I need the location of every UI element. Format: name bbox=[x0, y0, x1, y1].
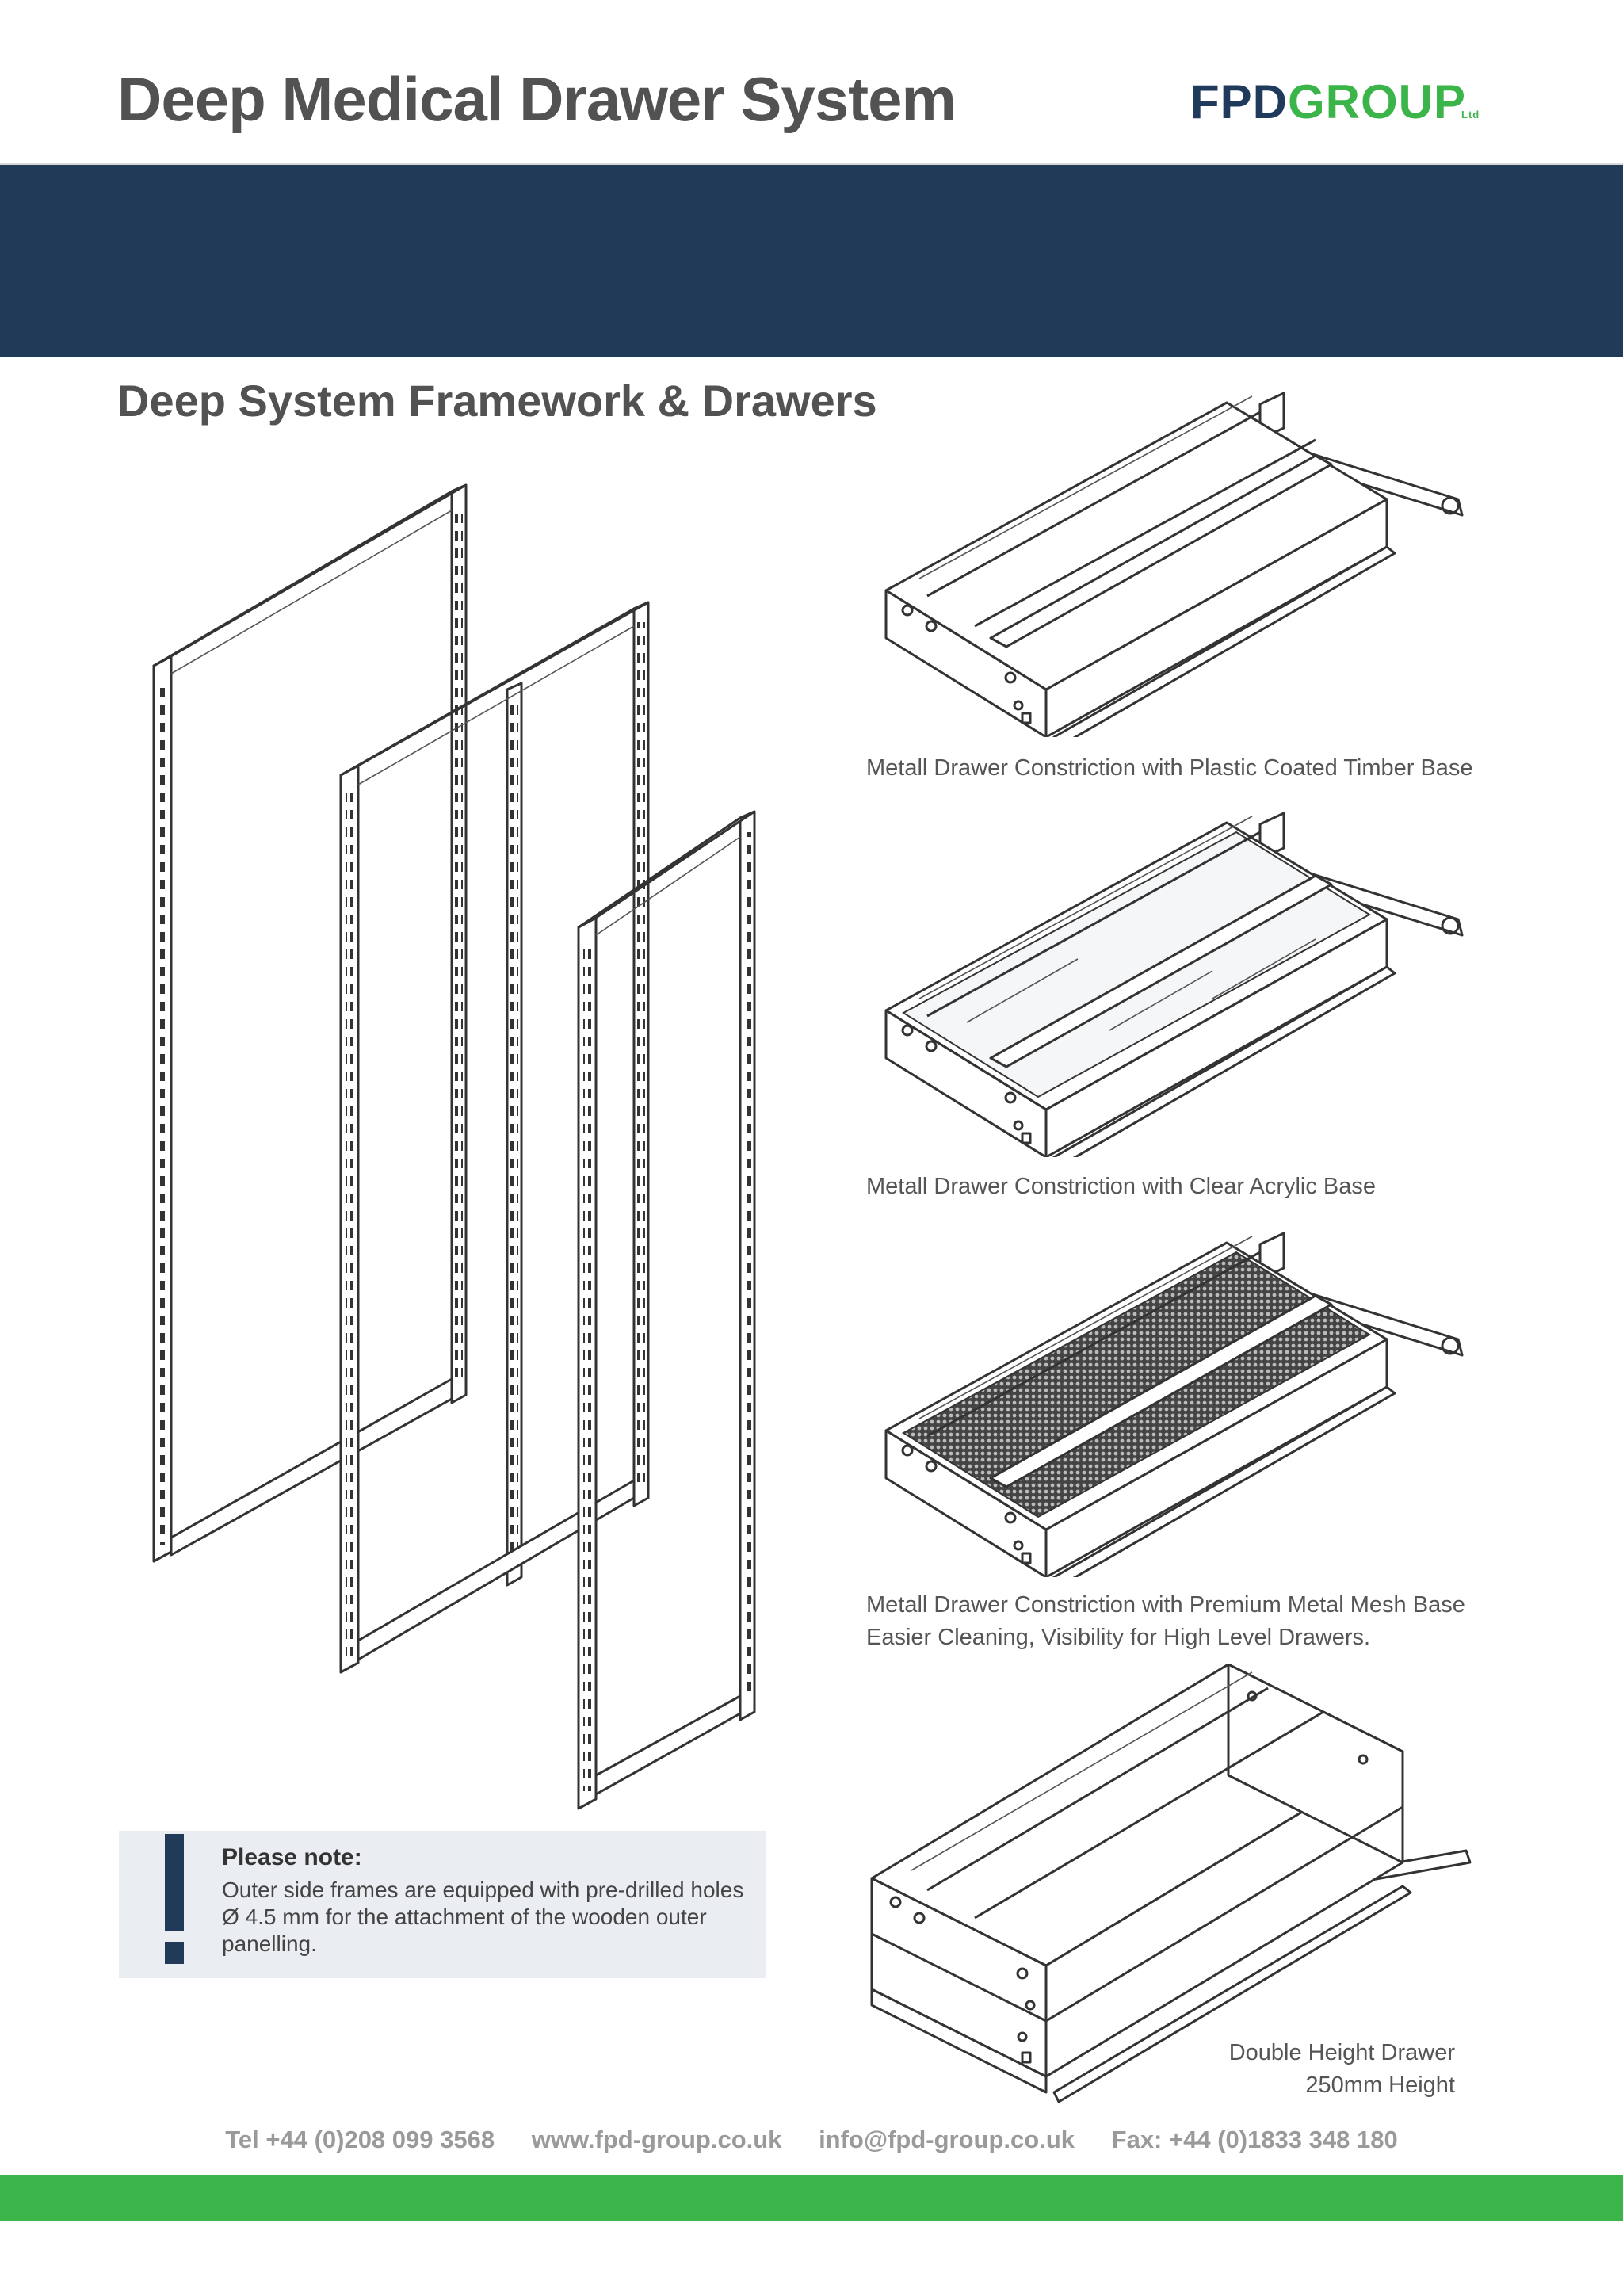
drawer-caption-mesh: Metall Drawer Constriction with Premium … bbox=[866, 1589, 1465, 1654]
logo-part-fpd: FPD bbox=[1190, 75, 1288, 128]
header-rule bbox=[0, 163, 1623, 165]
footer-email[interactable]: info@fpd-group.co.uk bbox=[819, 2126, 1075, 2153]
drawer-caption-mesh-line1: Metall Drawer Constriction with Premium … bbox=[866, 1592, 1465, 1618]
footer-website[interactable]: www.fpd-group.co.uk bbox=[531, 2126, 782, 2153]
drawer-caption-timber: Metall Drawer Constriction with Plastic … bbox=[866, 755, 1473, 781]
drawer-caption-double-height-line2: 250mm Height bbox=[1305, 2073, 1455, 2098]
drawer-illustration-acrylic bbox=[884, 812, 1464, 1157]
drawer-caption-double-height: Double Height Drawer 250mm Height bbox=[1189, 2037, 1455, 2102]
exclamation-icon-dot bbox=[165, 1942, 184, 1964]
drawer-illustration-mesh bbox=[884, 1232, 1464, 1577]
side-frame-back bbox=[152, 483, 468, 1563]
side-frame-front bbox=[577, 810, 756, 1810]
logo-suffix: Ltd bbox=[1461, 109, 1480, 120]
note-title: Please note: bbox=[222, 1844, 362, 1870]
side-frame-middle bbox=[339, 601, 650, 1674]
note-text: Outer side frames are equipped with pre-… bbox=[222, 1878, 744, 1956]
drawer-caption-double-height-line1: Double Height Drawer bbox=[1228, 2040, 1455, 2065]
section-title: Deep System Framework & Drawers bbox=[117, 376, 877, 426]
footer-tel: Tel +44 (0)208 099 3568 bbox=[225, 2126, 495, 2153]
drawer-caption-mesh-line2: Easier Cleaning, Visibility for High Lev… bbox=[866, 1625, 1371, 1650]
exclamation-icon-bar bbox=[165, 1834, 184, 1931]
drawer-caption-acrylic: Metall Drawer Constriction with Clear Ac… bbox=[866, 1174, 1377, 1199]
framework-illustration bbox=[152, 483, 756, 1810]
logo-part-group: GROUP bbox=[1288, 75, 1467, 128]
drawer-illustration-timber bbox=[884, 392, 1464, 737]
drawer-illustration-double-height bbox=[870, 1664, 1472, 2103]
navy-banner bbox=[0, 165, 1623, 357]
footer-fax: Fax: +44 (0)1833 348 180 bbox=[1111, 2126, 1398, 2153]
company-logo: FPDGROUPLtd bbox=[1190, 74, 1480, 129]
exclamation-icon bbox=[165, 1834, 184, 1964]
note-box bbox=[119, 1831, 766, 1978]
page-title: Deep Medical Drawer System bbox=[117, 64, 957, 134]
footer-contact: Tel +44 (0)208 099 3568 www.fpd-group.co… bbox=[0, 2126, 1623, 2154]
footer-green-bar bbox=[0, 2175, 1623, 2221]
